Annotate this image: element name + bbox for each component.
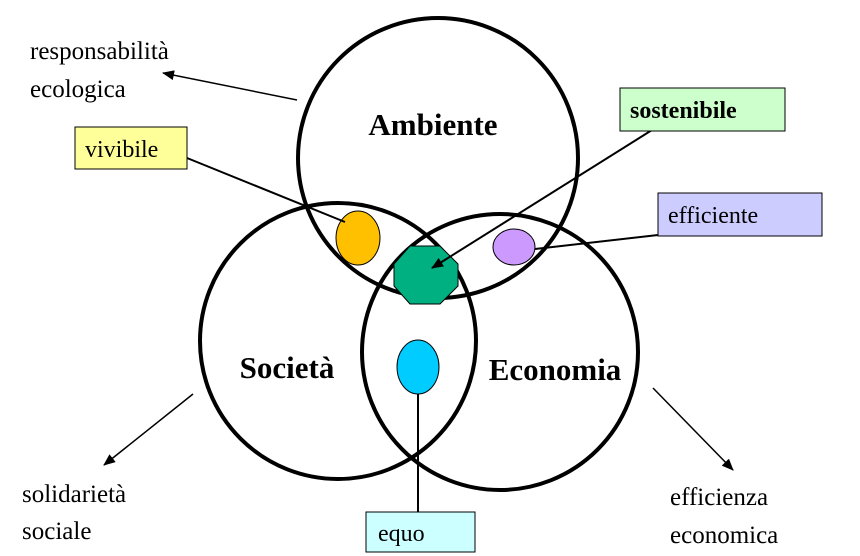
box-sostenibile-label: sostenibile bbox=[630, 98, 737, 124]
marker-sostenibile bbox=[393, 245, 459, 305]
circle-societa bbox=[198, 201, 478, 481]
circle-economia bbox=[360, 212, 640, 492]
marker-vivibile bbox=[335, 210, 381, 266]
label-responsabilita-line1: responsabilità bbox=[30, 38, 169, 65]
label-efficienza-line2: economica bbox=[670, 522, 778, 549]
arrow-solidarieta bbox=[103, 393, 194, 466]
label-societa: Società bbox=[240, 350, 335, 385]
connector-vivibile bbox=[186, 157, 346, 223]
box-vivibile bbox=[74, 126, 188, 170]
box-efficiente-label: efficiente bbox=[668, 203, 758, 229]
arrow-efficienza bbox=[652, 387, 734, 471]
label-solidarieta-line2: sociale bbox=[22, 518, 91, 545]
box-equo-label: equo bbox=[378, 521, 425, 547]
arrow-responsabilita bbox=[162, 70, 298, 101]
connector-sostenibile bbox=[431, 129, 653, 269]
marker-efficiente bbox=[492, 228, 536, 266]
label-solidarieta-line1: solidarietà bbox=[22, 481, 126, 508]
label-economia: Economia bbox=[489, 352, 622, 387]
box-vivibile-label: vivibile bbox=[85, 137, 158, 163]
marker-equo bbox=[396, 339, 440, 395]
label-responsabilita-line2: ecologica bbox=[30, 76, 126, 103]
label-efficienza-line1: efficienza bbox=[670, 484, 768, 511]
box-equo bbox=[365, 511, 476, 553]
box-efficiente bbox=[657, 192, 823, 237]
connector-efficiente bbox=[534, 234, 659, 250]
label-ambiente: Ambiente bbox=[368, 107, 497, 142]
box-sostenibile bbox=[619, 87, 786, 132]
